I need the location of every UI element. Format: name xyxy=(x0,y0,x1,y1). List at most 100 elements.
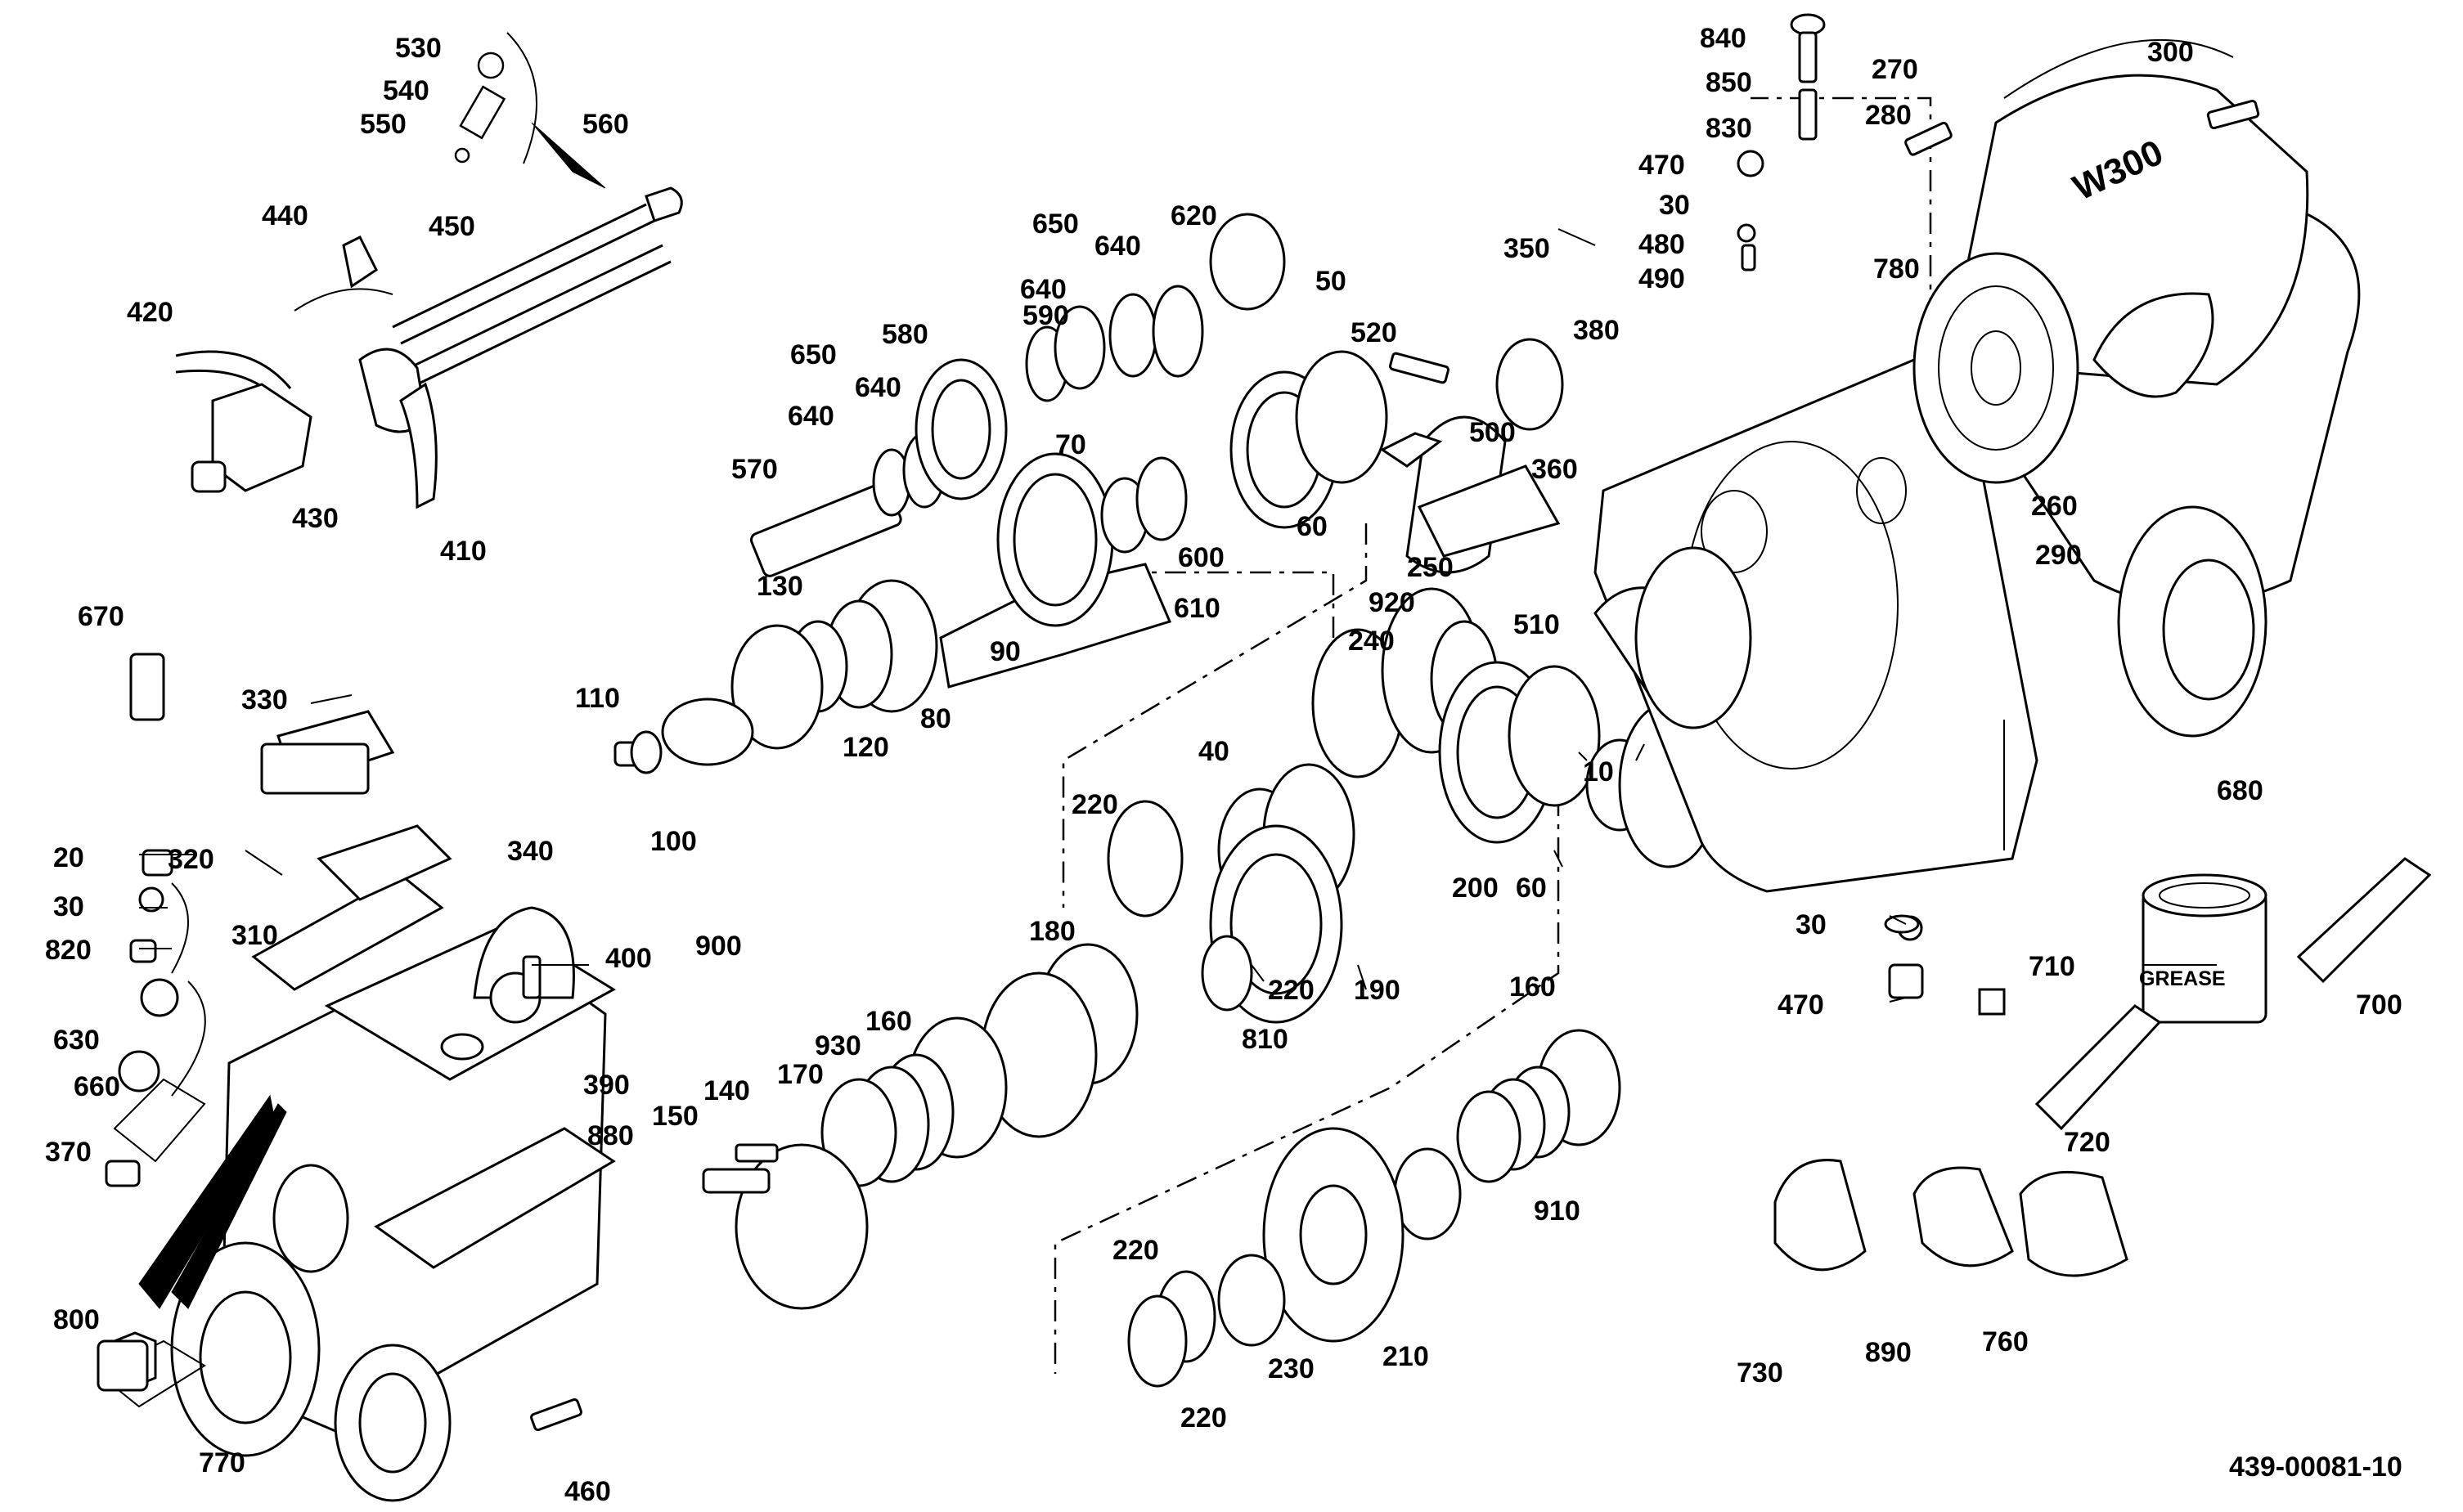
callout-labels: 530 540 550 560 440 450 420 430 410 650 … xyxy=(45,23,2402,1507)
callout-650-top: 650 xyxy=(1032,209,1079,240)
callout-410: 410 xyxy=(440,536,487,567)
callout-670: 670 xyxy=(78,601,124,632)
callout-530: 530 xyxy=(395,33,442,64)
callout-890: 890 xyxy=(1865,1337,1912,1368)
callout-810: 810 xyxy=(1242,1024,1288,1055)
callout-490: 490 xyxy=(1638,263,1685,294)
callout-770: 770 xyxy=(199,1447,245,1478)
callout-230: 230 xyxy=(1268,1353,1315,1384)
callout-460: 460 xyxy=(564,1476,611,1507)
callout-10: 10 xyxy=(1583,756,1614,787)
callout-350: 350 xyxy=(1503,233,1550,264)
callout-470-top: 470 xyxy=(1638,150,1685,181)
callout-830: 830 xyxy=(1706,113,1752,144)
callout-650-mid: 650 xyxy=(790,339,837,370)
callout-280: 280 xyxy=(1865,100,1912,131)
callout-640-left: 640 xyxy=(855,372,901,403)
callout-850: 850 xyxy=(1706,67,1752,98)
callout-550: 550 xyxy=(360,109,407,140)
callout-420: 420 xyxy=(127,297,173,328)
callout-470-bottom: 470 xyxy=(1778,989,1824,1021)
callout-640-mid: 640 xyxy=(1020,274,1067,305)
callout-930: 930 xyxy=(815,1030,861,1061)
callout-620: 620 xyxy=(1171,200,1217,231)
leader-lines xyxy=(139,228,2217,1003)
callout-820: 820 xyxy=(45,935,92,966)
callout-310: 310 xyxy=(231,920,278,951)
grease-can-label: GREASE xyxy=(2139,967,2226,990)
callout-880: 880 xyxy=(587,1120,634,1151)
callout-220-low-top: 220 xyxy=(1112,1235,1159,1266)
callout-90: 90 xyxy=(990,636,1021,667)
callout-500: 500 xyxy=(1469,417,1516,448)
callout-450: 450 xyxy=(429,211,475,242)
callout-290: 290 xyxy=(2035,540,2082,571)
callout-640-top: 640 xyxy=(1094,231,1141,262)
gear-train-upper xyxy=(614,213,1388,774)
callout-580: 580 xyxy=(882,319,928,350)
callout-780: 780 xyxy=(1873,253,1920,285)
callout-400: 400 xyxy=(605,943,652,974)
callout-910: 910 xyxy=(1534,1196,1580,1227)
callout-70: 70 xyxy=(1055,429,1086,460)
callout-130: 130 xyxy=(757,571,803,602)
rear-housing xyxy=(97,653,616,1502)
consumables xyxy=(97,13,2432,1432)
callout-160-right: 160 xyxy=(1509,971,1556,1003)
callout-40: 40 xyxy=(1198,736,1229,767)
callout-270: 270 xyxy=(1872,54,1918,85)
callout-610: 610 xyxy=(1174,593,1220,624)
callout-150: 150 xyxy=(652,1101,699,1132)
callout-210: 210 xyxy=(1382,1341,1429,1372)
callout-430: 430 xyxy=(292,503,339,534)
callout-640-low: 640 xyxy=(788,401,834,432)
gear-train-lower xyxy=(1127,1029,1621,1388)
callout-520: 520 xyxy=(1351,317,1397,348)
callout-30-bottom: 30 xyxy=(1796,909,1827,940)
callout-220-low-bottom: 220 xyxy=(1180,1402,1227,1433)
front-housing xyxy=(1593,38,2361,1016)
callout-380: 380 xyxy=(1573,315,1620,346)
callout-340: 340 xyxy=(507,836,554,867)
callout-110: 110 xyxy=(575,683,620,714)
callout-510: 510 xyxy=(1513,609,1560,640)
callout-630: 630 xyxy=(53,1025,100,1056)
callout-570: 570 xyxy=(731,454,778,485)
callout-730: 730 xyxy=(1737,1357,1783,1389)
callout-360: 360 xyxy=(1531,454,1578,485)
callout-330: 330 xyxy=(241,684,288,716)
shift-rail-assembly xyxy=(175,32,683,509)
callout-220-left: 220 xyxy=(1072,789,1118,820)
callout-800: 800 xyxy=(53,1304,100,1335)
callout-190: 190 xyxy=(1354,975,1400,1006)
callout-100: 100 xyxy=(650,826,697,857)
callout-80: 80 xyxy=(920,703,951,734)
callout-160-left: 160 xyxy=(865,1006,912,1037)
callout-680: 680 xyxy=(2217,775,2263,806)
callout-840: 840 xyxy=(1700,23,1746,54)
callout-720: 720 xyxy=(2064,1127,2110,1158)
callout-440: 440 xyxy=(262,200,308,231)
callout-220-mid: 220 xyxy=(1268,975,1315,1006)
callout-140: 140 xyxy=(703,1075,750,1106)
callout-900: 900 xyxy=(695,931,742,962)
callout-660: 660 xyxy=(74,1071,120,1102)
callout-180: 180 xyxy=(1029,916,1076,947)
callout-200: 200 xyxy=(1452,873,1499,904)
callout-50: 50 xyxy=(1315,266,1346,297)
callout-260: 260 xyxy=(2031,491,2078,522)
callout-540: 540 xyxy=(383,75,429,106)
callout-590: 590 xyxy=(1023,300,1069,331)
callout-480: 480 xyxy=(1638,229,1685,260)
callout-390: 390 xyxy=(583,1070,630,1101)
callout-760: 760 xyxy=(1982,1326,2029,1357)
gear-train-middle xyxy=(702,587,1719,1310)
callout-370: 370 xyxy=(45,1137,92,1168)
callout-120: 120 xyxy=(843,732,889,763)
drawing-reference-number: 439-00081-10 xyxy=(2229,1451,2402,1483)
callout-320: 320 xyxy=(168,844,214,875)
callout-300: 300 xyxy=(2147,37,2194,68)
callout-710: 710 xyxy=(2029,951,2075,982)
callout-30-left: 30 xyxy=(53,891,84,922)
